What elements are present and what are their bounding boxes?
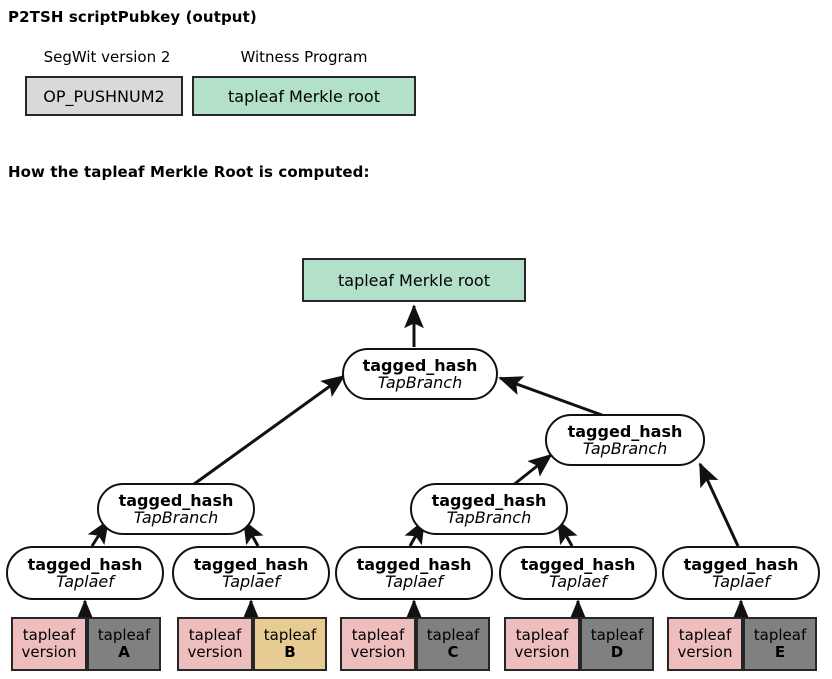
section-title-merkle-root: How the tapleaf Merkle Root is computed: [8,163,370,181]
tapleaf-version-cell-d: tapleaf version [504,617,580,671]
node-subtitle: Taplaef [549,572,607,591]
tapleaf-script-line1: tapleaf [590,626,644,645]
tapleaf-script-id: A [118,643,130,661]
tapleaf-version-line1: tapleaf [678,626,732,645]
tapleaf-box-d[interactable]: tapleaf version tapleaf D [504,617,654,671]
tapleaf-script-line1: tapleaf [97,626,151,645]
tapleaf-script-id: D [610,643,624,661]
tapleaf-script-cell-d: tapleaf D [580,617,654,671]
node-subtitle: TapBranch [377,373,463,392]
segwit-version-label: SegWit version 2 [43,48,171,66]
tapleaf-version-line1: tapleaf [351,626,405,645]
node-title: tagged_hash [567,421,683,441]
arrow-right-to-root [498,376,611,420]
tapleaf-version-cell-b: tapleaf version [177,617,253,671]
arrow-ab-to-root [189,374,346,489]
tapleaf-script-cell-b: tapleaf B [253,617,327,671]
node-subtitle: Taplaef [385,572,443,591]
tapleaf-script-line1: tapleaf [753,626,807,645]
node-title: tagged_hash [27,554,143,574]
witness-program-label: Witness Program [240,48,368,66]
tagged-hash-node-right-tapbranch[interactable]: tagged_hash TapBranch [545,414,705,466]
node-title: tagged_hash [362,355,478,375]
tapleaf-version-line1: tapleaf [22,626,76,645]
tapleaf-box-a[interactable]: tapleaf version tapleaf A [11,617,161,671]
node-title: tagged_hash [431,490,547,510]
tapleaf-version-line1: tapleaf [188,626,242,645]
tapleaf-box-b[interactable]: tapleaf version tapleaf B [177,617,327,671]
tapleaf-box-c[interactable]: tapleaf version tapleaf C [340,617,490,671]
tagged-hash-node-root-tapbranch[interactable]: tagged_hash TapBranch [342,348,498,400]
node-title: tagged_hash [683,554,799,574]
tagged-hash-node-leaf-b[interactable]: tagged_hash Taplaef [172,546,330,600]
tapleaf-script-line1: tapleaf [263,626,317,645]
tapleaf-script-cell-e: tapleaf E [743,617,817,671]
tagged-hash-node-cd-tapbranch[interactable]: tagged_hash TapBranch [410,483,568,535]
tagged-hash-node-leaf-c[interactable]: tagged_hash Taplaef [335,546,493,600]
node-title: tagged_hash [520,554,636,574]
tapleaf-merkle-root-result: tapleaf Merkle root [302,258,526,302]
tapleaf-version-cell-c: tapleaf version [340,617,416,671]
node-subtitle: TapBranch [446,508,532,527]
tapleaf-version-line2: version [350,643,406,661]
tapleaf-script-id: C [447,643,459,661]
node-subtitle: Taplaef [712,572,770,591]
node-subtitle: TapBranch [582,439,668,458]
tapleaf-version-line1: tapleaf [515,626,569,645]
segwit-version-value-box: OP_PUSHNUM2 [25,76,183,116]
tapleaf-script-id: E [774,643,786,661]
node-subtitle: Taplaef [56,572,114,591]
witness-program-value-box: tapleaf Merkle root [192,76,416,116]
tapleaf-version-line2: version [514,643,570,661]
tagged-hash-node-leaf-d[interactable]: tagged_hash Taplaef [499,546,657,600]
tagged-hash-node-leaf-a[interactable]: tagged_hash Taplaef [6,546,164,600]
tapleaf-script-cell-c: tapleaf C [416,617,490,671]
page-title-p2tsh: P2TSH scriptPubkey (output) [8,8,257,26]
tapleaf-version-cell-a: tapleaf version [11,617,87,671]
tagged-hash-node-ab-tapbranch[interactable]: tagged_hash TapBranch [97,483,255,535]
tapleaf-version-line2: version [677,643,733,661]
node-title: tagged_hash [193,554,309,574]
tapleaf-script-line1: tapleaf [426,626,480,645]
tapleaf-script-id: B [284,643,296,661]
tapleaf-version-cell-e: tapleaf version [667,617,743,671]
tapleaf-version-line2: version [21,643,77,661]
tapleaf-version-line2: version [187,643,243,661]
node-subtitle: TapBranch [133,508,219,527]
arrow-cd-to-right [511,453,553,488]
tapleaf-box-e[interactable]: tapleaf version tapleaf E [667,617,817,671]
arrow-leafE-to-right [698,462,740,547]
node-subtitle: Taplaef [222,572,280,591]
node-title: tagged_hash [118,490,234,510]
tagged-hash-node-leaf-e[interactable]: tagged_hash Taplaef [662,546,820,600]
node-title: tagged_hash [356,554,472,574]
tapleaf-script-cell-a: tapleaf A [87,617,161,671]
